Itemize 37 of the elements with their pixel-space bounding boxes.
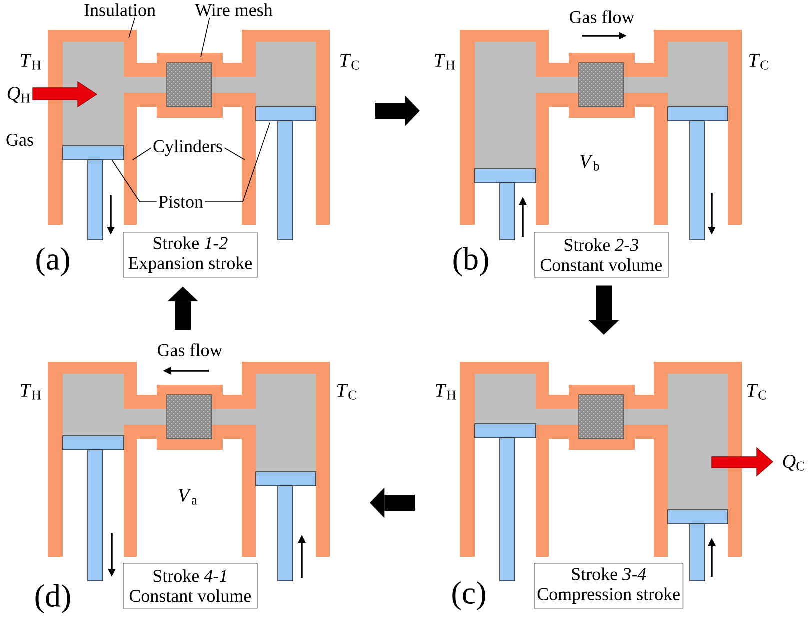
leader-line bbox=[200, 18, 210, 58]
symbol-label: T$_{H}$ bbox=[21, 54, 42, 70]
part-label: Cylinders bbox=[154, 140, 222, 156]
arrow bbox=[588, 286, 620, 335]
symbol-label: T$_{C}$ bbox=[337, 384, 356, 400]
caption-box: Stroke 2-3 Constant volume bbox=[534, 232, 669, 278]
symbol-label: V$_{a}$ bbox=[178, 489, 198, 505]
part-label: Piston bbox=[159, 196, 204, 208]
symbol-label: T$_{H}$ bbox=[435, 54, 456, 70]
caption-box: Stroke 1-2 Expansion stroke bbox=[123, 232, 258, 278]
symbol-label: T$_{C}$ bbox=[749, 54, 768, 70]
panel-label: (c) bbox=[452, 581, 486, 610]
part-label: Gas bbox=[6, 134, 34, 146]
caption-box: Stroke 4-1 Constant volume bbox=[123, 563, 258, 609]
part-label: Wire mesh bbox=[195, 4, 273, 16]
leader-line bbox=[132, 148, 152, 160]
symbol-label: T$_{H}$ bbox=[21, 384, 42, 400]
symbol-label: Q$_{H}$ bbox=[8, 87, 30, 103]
leader-line bbox=[128, 18, 136, 38]
arrow bbox=[168, 286, 198, 330]
part-label: Insulation bbox=[84, 4, 156, 16]
leader-line bbox=[224, 148, 246, 160]
arrow bbox=[375, 96, 420, 126]
symbol-label: V$_{b}$ bbox=[580, 155, 600, 171]
leader-line bbox=[112, 160, 158, 202]
caption-box: Stroke 3-4 Compression stroke bbox=[534, 563, 684, 609]
flow-label: Gas flow bbox=[570, 10, 635, 24]
panel-label: (b) bbox=[454, 247, 488, 276]
panel-label: (a) bbox=[36, 247, 70, 276]
leader-line bbox=[204, 122, 270, 202]
symbol-label: Q$_{C}$ bbox=[783, 455, 804, 471]
symbol-label: T$_{H}$ bbox=[436, 384, 456, 400]
flow-label: Gas flow bbox=[158, 344, 223, 356]
symbol-label: T$_{C}$ bbox=[747, 384, 766, 400]
arrow bbox=[370, 488, 415, 518]
symbol-label: T$_{C}$ bbox=[340, 54, 360, 70]
panel-label: (d) bbox=[36, 584, 70, 614]
